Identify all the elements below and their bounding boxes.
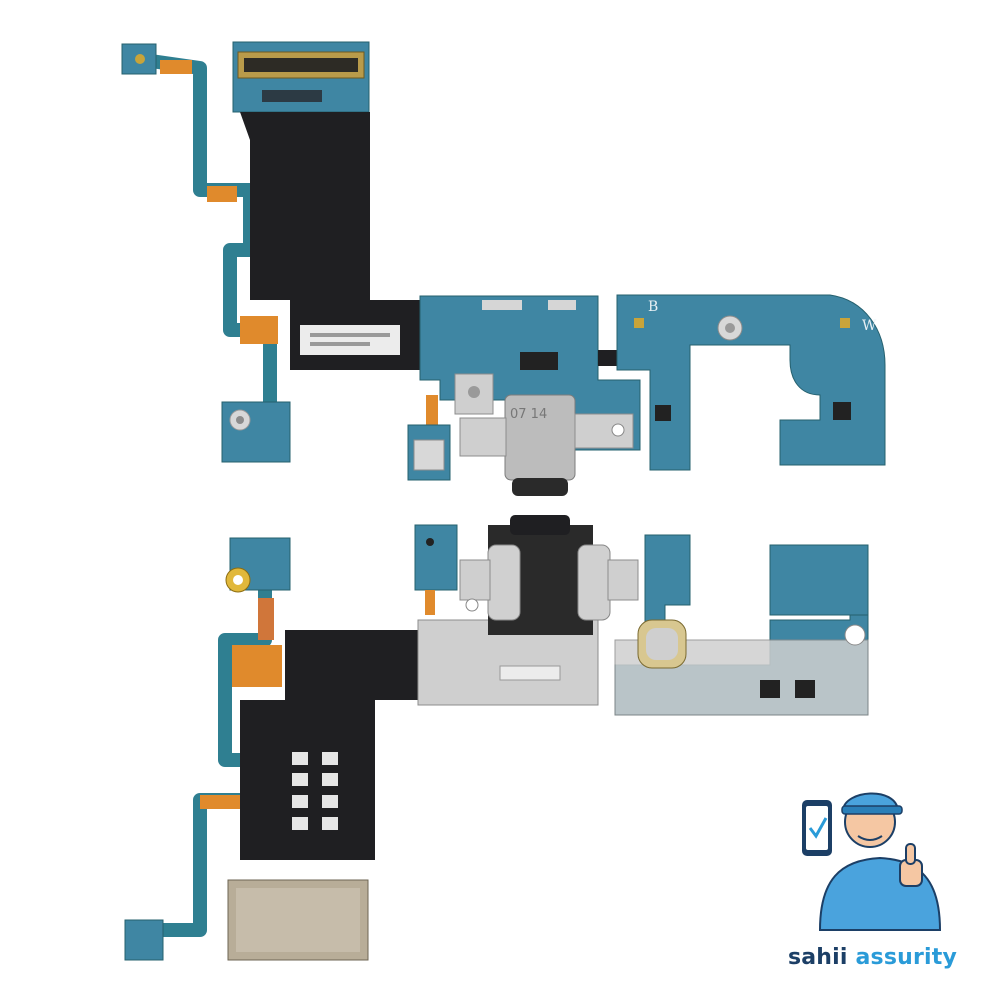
bottom-black-flex — [240, 630, 440, 860]
board-mark-b: B — [648, 299, 658, 315]
brand-watermark: sahii assurity — [780, 775, 965, 980]
board-mark-w: W — [862, 318, 877, 334]
flex-label-sticker — [300, 325, 400, 355]
bottom-flex-assembly — [124, 515, 869, 961]
top-black-flex — [240, 112, 440, 370]
check-icon — [808, 817, 828, 839]
top-antenna-board — [616, 294, 886, 471]
top-antenna-pad-bottom — [221, 401, 291, 463]
brand-name-second: assurity — [847, 945, 958, 970]
board-chip — [520, 352, 558, 370]
top-flex-assembly: 07 14 B W — [121, 41, 886, 496]
port-code-mark: 07 14 — [510, 407, 547, 422]
bottom-antenna-pad — [124, 919, 164, 961]
brand-name: sahii assurity — [780, 945, 965, 970]
technician-thumbs-up-icon — [802, 792, 942, 931]
brand-name-first: sahii — [787, 945, 848, 970]
